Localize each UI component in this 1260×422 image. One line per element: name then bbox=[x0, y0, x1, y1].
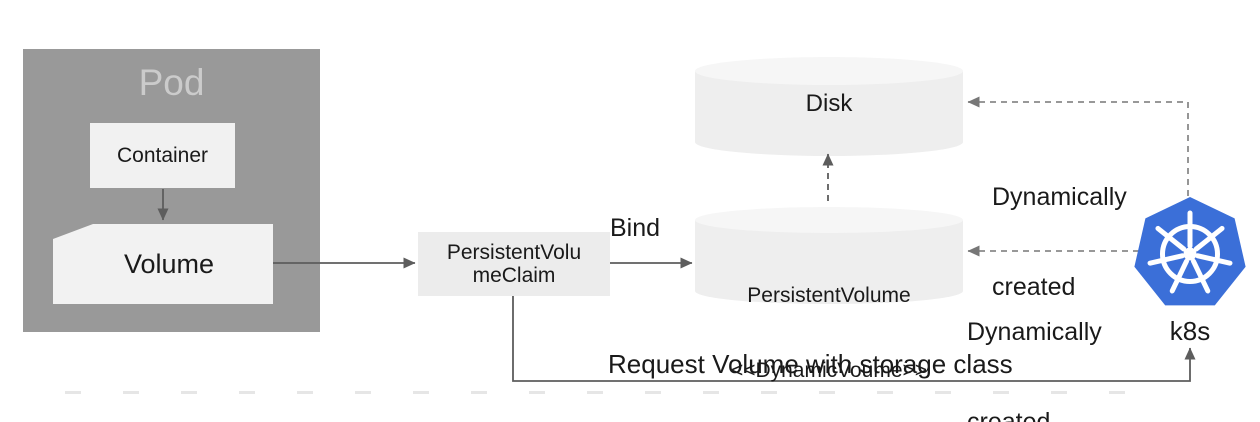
dyn-disk-line1: Dynamically bbox=[992, 183, 1127, 211]
volume-shape bbox=[53, 224, 273, 304]
container-label: Container bbox=[116, 143, 209, 167]
volume-label: Volume bbox=[123, 248, 215, 279]
pvc-label: PersistentVolu meClaim bbox=[418, 232, 610, 296]
k8s-helm-wheel bbox=[1147, 210, 1233, 294]
pv-cylinder-body bbox=[695, 220, 963, 304]
dynamically-created-pv-label: Dynamically created bbox=[967, 257, 1102, 422]
disk-cylinder-top bbox=[695, 57, 963, 85]
container-box bbox=[90, 123, 235, 188]
disk-label: Disk bbox=[805, 89, 853, 117]
pv-label: PersistentVolume <<DynamicVoume>> bbox=[695, 233, 963, 422]
disk-cylinder-body bbox=[695, 71, 963, 156]
kubernetes-logo-icon bbox=[1134, 197, 1246, 306]
dyn-pv-line2: created bbox=[967, 408, 1051, 422]
pod-label: Pod bbox=[138, 62, 205, 103]
bind-edge-label: Bind bbox=[610, 214, 661, 242]
cropped-text-artifact bbox=[65, 391, 1157, 394]
pv-label-line1: PersistentVolume bbox=[747, 284, 911, 307]
pv-cylinder-top bbox=[695, 207, 963, 233]
pvc-label-line2: meClaim bbox=[472, 264, 556, 287]
pvc-label-line1: PersistentVolu bbox=[446, 241, 582, 264]
dyn-pv-line1: Dynamically bbox=[967, 318, 1102, 346]
request-volume-label: Request Volume with storage class bbox=[608, 349, 1013, 379]
k8s-wheel-hub bbox=[1183, 247, 1197, 261]
pv-label-line2: <<DynamicVoume>> bbox=[730, 359, 928, 382]
dynamically-created-disk-label: Dynamically created bbox=[992, 122, 1127, 362]
arrow-k8s-to-disk bbox=[967, 96, 1189, 196]
arrow-request-volume bbox=[512, 296, 1196, 382]
pvc-box bbox=[418, 232, 610, 296]
dyn-disk-line2: created bbox=[992, 273, 1076, 301]
k8s-label: k8s bbox=[1169, 316, 1211, 346]
